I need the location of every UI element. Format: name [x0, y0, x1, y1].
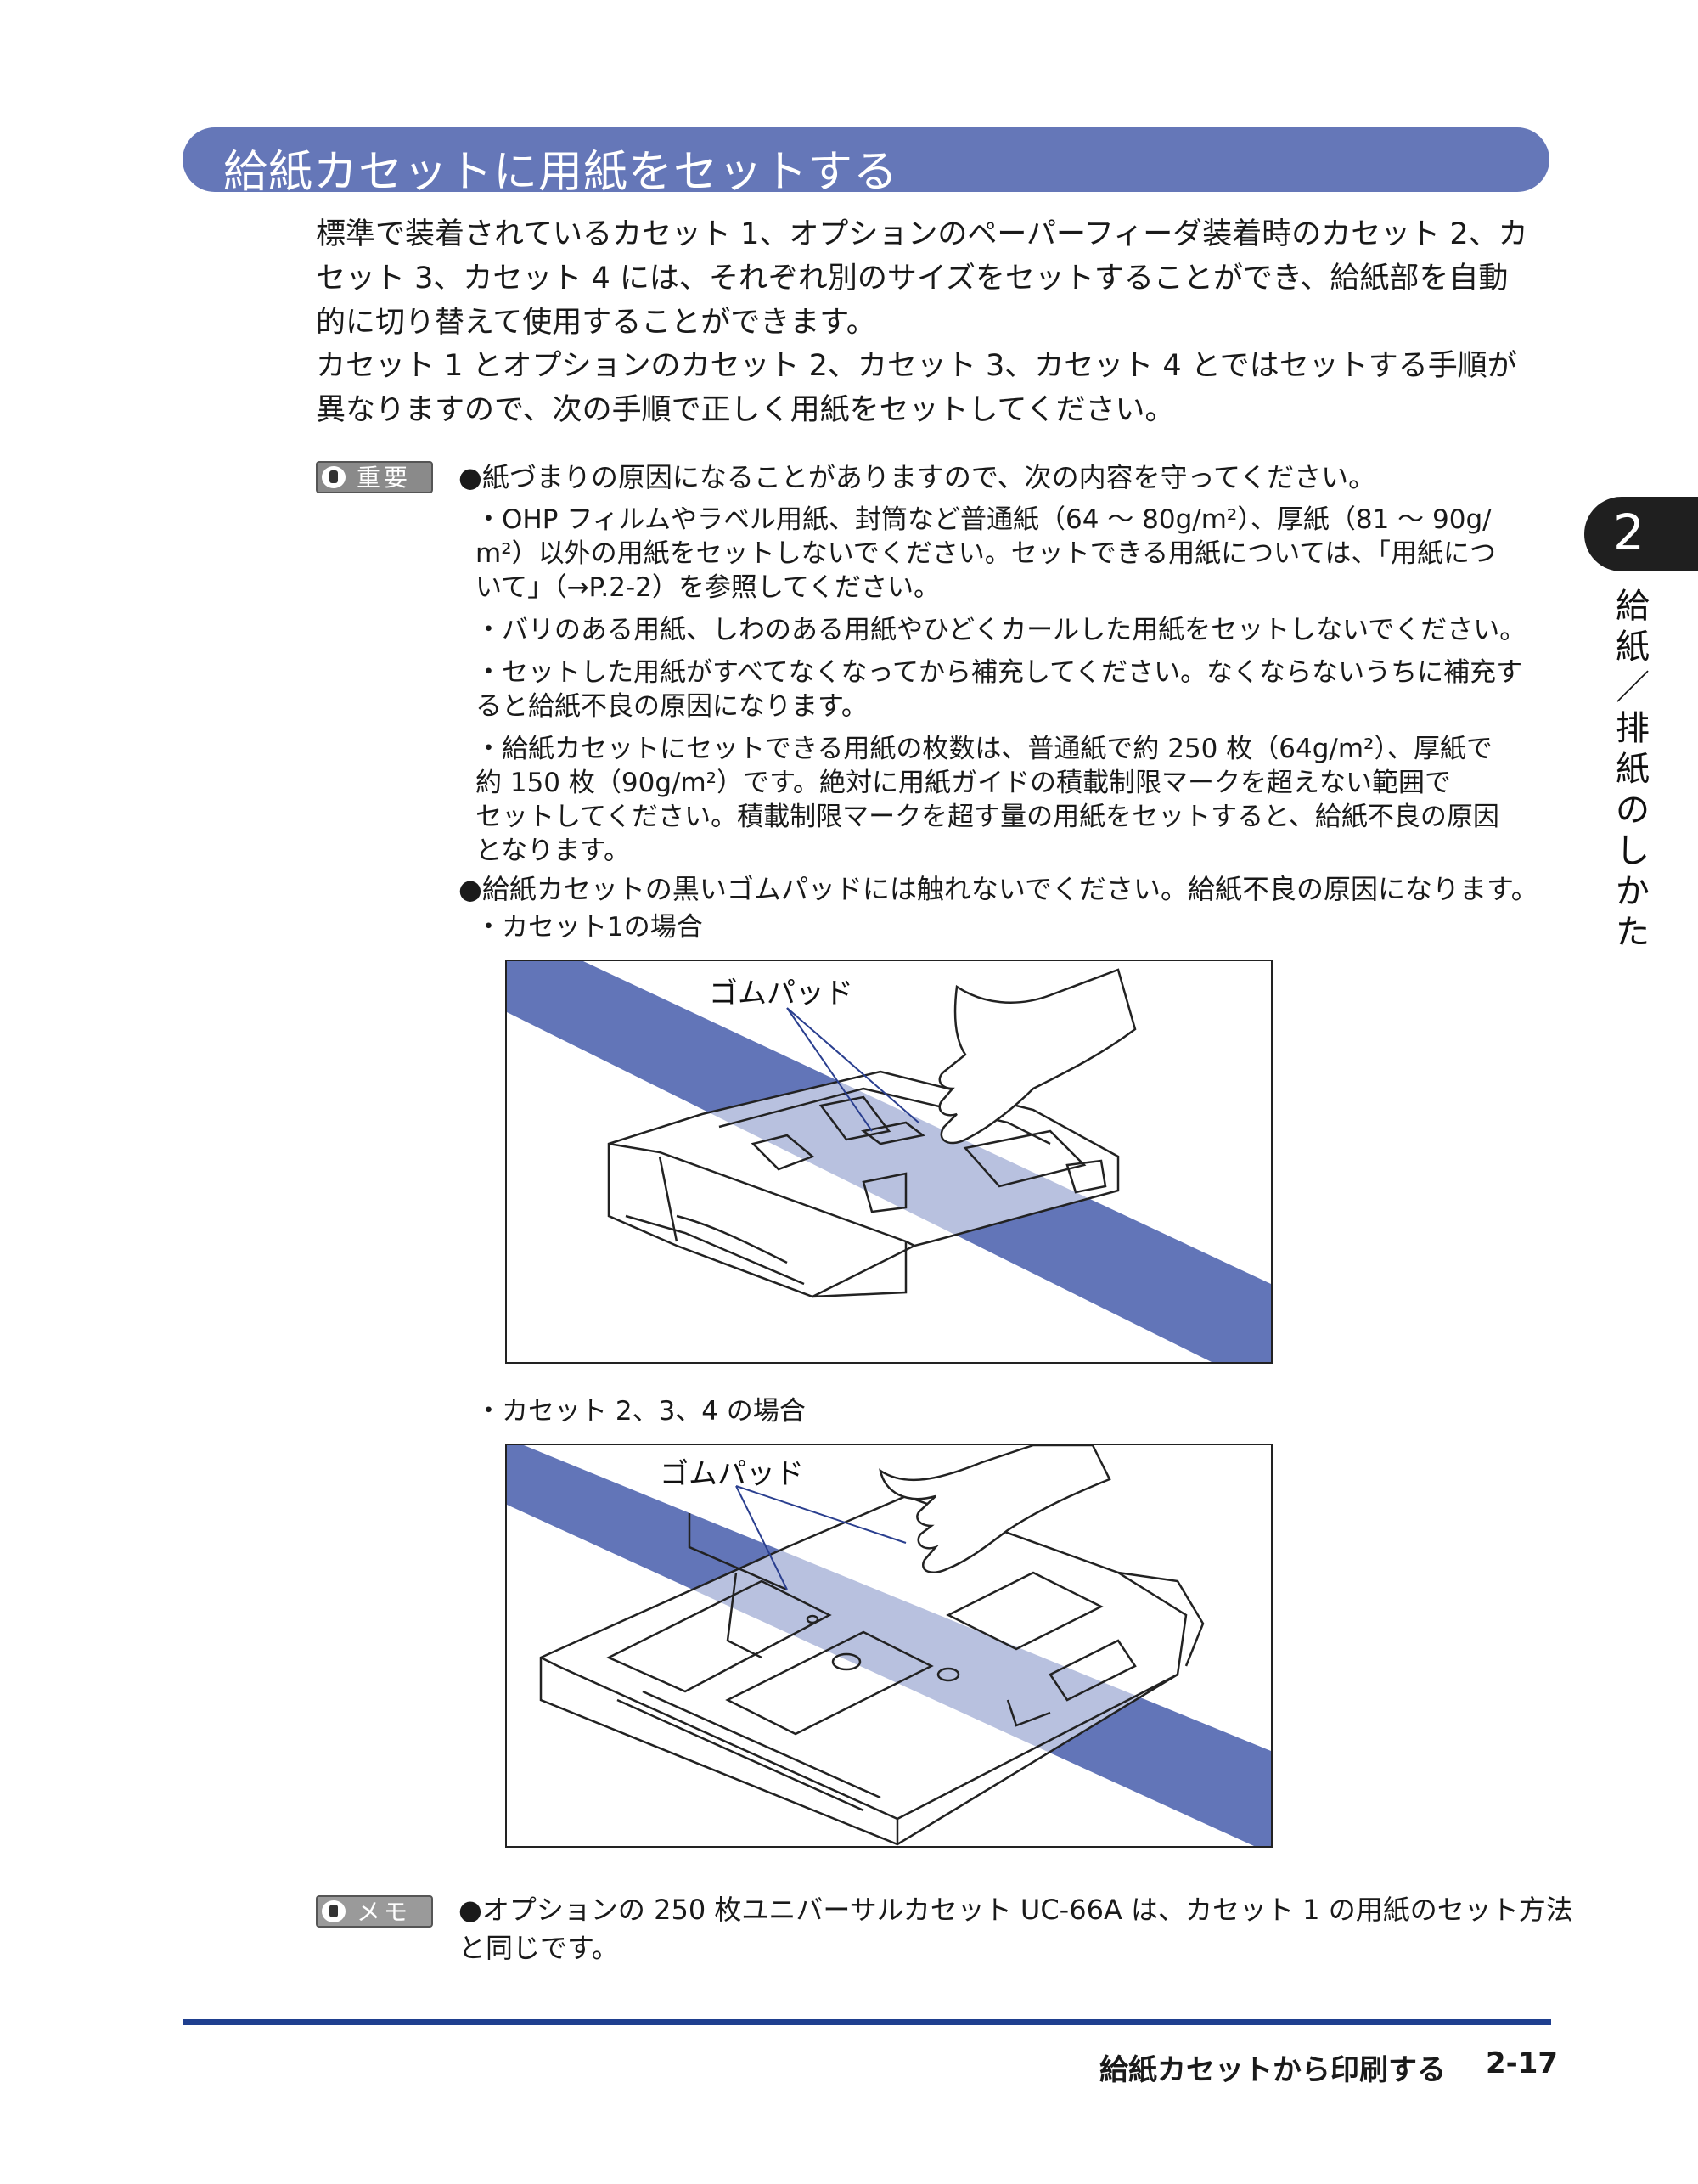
section-title: 給紙カセットに用紙をセットする: [223, 147, 899, 198]
important-item-line: ・セットした用紙がすべてなくなってから補充してください。なくならないうちに補充す: [475, 657, 1523, 688]
important-badge-label: 重要: [357, 464, 412, 492]
important-item-line: となります。: [475, 836, 630, 866]
chapter-title-char: 給: [1616, 587, 1650, 626]
intro-line: カセット 1 とオプションのカセット 2、カセット 3、カセット 4 とではセッ…: [316, 349, 1517, 383]
chapter-title-char: 排: [1616, 709, 1650, 748]
memo-line: と同じです。: [458, 1932, 619, 1964]
figure-cassette-1: ゴムパッド: [505, 960, 1273, 1364]
hand-drawing: [938, 968, 1137, 1145]
footer-rule: [183, 2019, 1551, 2025]
chapter-title-char: ／: [1616, 668, 1650, 707]
important-badge: 重要: [316, 461, 433, 493]
chapter-title-char: の: [1616, 791, 1650, 830]
callout-lines: [735, 1485, 907, 1590]
chapter-title-char: か: [1616, 872, 1650, 911]
pencil-icon: [322, 1900, 346, 1922]
memo-badge-label: メモ: [357, 1898, 412, 1926]
important-item-line: 約 150 枚（90g/m²）です。絶対に用紙ガイドの積載制限マークを超えない範…: [475, 768, 1451, 798]
tray-drawing: [539, 1494, 1205, 1846]
chapter-title-vertical: 給 紙 ／ 排 紙 の し か た: [1611, 586, 1654, 953]
intro-line: 的に切り替えて使用することができます。: [316, 306, 876, 340]
case-1-heading: ・カセット1の場合: [475, 912, 703, 943]
important-item-line: m²）以外の用紙をセットしないでください。セットできる用紙については、「用紙につ: [475, 538, 1497, 569]
hand-stop-icon: [322, 466, 346, 488]
memo-badge: メモ: [316, 1895, 433, 1928]
cassette-1-illustration: [507, 961, 1271, 1362]
important-bullet-1: ●紙づまりの原因になることがありますので、次の内容を守ってください。: [458, 461, 1376, 493]
chapter-number: 2: [1613, 504, 1645, 561]
chapter-tab: 2: [1584, 497, 1698, 571]
footer-section-title: 給紙カセットから印刷する: [1099, 2053, 1446, 2087]
intro-line: セット 3、カセット 4 には、それぞれ別のサイズをセットすることができ、給紙部…: [316, 262, 1509, 296]
important-item-line: ・バリのある用紙、しわのある用紙やひどくカールした用紙をセットしないでください。: [475, 615, 1527, 645]
figure-cassette-2-3-4: ゴムパッド: [505, 1444, 1273, 1848]
chapter-title-char: し: [1616, 831, 1650, 870]
important-item-line: セットしてください。積載制限マークを超す量の用紙をセットすると、給紙不良の原因: [475, 802, 1499, 832]
chapter-title-char: 紙: [1616, 628, 1650, 667]
memo-line: ●オプションの 250 枚ユニバーサルカセット UC-66A は、カセット 1 …: [458, 1894, 1573, 1926]
rubber-pad-label: ゴムパッド: [709, 977, 853, 1010]
intro-line: 異なりますので、次の手順で正しく用紙をセットしてください。: [316, 393, 1175, 427]
important-bullet-2: ●給紙カセットの黒いゴムパッドには触れないでください。給紙不良の原因になります。: [458, 873, 1538, 905]
intro-paragraph-2: カセット 1 とオプションのカセット 2、カセット 3、カセット 4 とではセッ…: [316, 344, 1551, 432]
case-2-heading: ・カセット 2、3、4 の場合: [475, 1396, 806, 1427]
important-item-line: いて」（→P.2-2）を参照してください。: [475, 572, 941, 603]
cassette-2-3-4-illustration: [507, 1445, 1271, 1846]
important-item-line: ・OHP フィルムやラベル用紙、封筒など普通紙（64 ～ 80g/m²）、厚紙（…: [475, 504, 1492, 535]
chapter-title-char: 紙: [1616, 750, 1650, 789]
hand-drawing: [879, 1445, 1111, 1573]
tray-drawing: [607, 1070, 1120, 1298]
callout-lines: [786, 1007, 919, 1132]
intro-paragraph-1: 標準で装着されているカセット 1、オプションのペーパーフィーダ装着時のカセット …: [316, 212, 1551, 345]
intro-line: 標準で装着されているカセット 1、オプションのペーパーフィーダ装着時のカセット …: [316, 217, 1528, 251]
page-number: 2-17: [1486, 2046, 1559, 2080]
rubber-pad-label: ゴムパッド: [660, 1457, 804, 1491]
important-item-line: ・給紙カセットにセットできる用紙の枚数は、普通紙で約 250 枚（64g/m²）…: [475, 734, 1493, 764]
important-item-line: ると給紙不良の原因になります。: [475, 691, 868, 722]
chapter-title-char: た: [1616, 913, 1650, 952]
section-header-bar: 給紙カセットに用紙をセットする: [183, 127, 1549, 198]
